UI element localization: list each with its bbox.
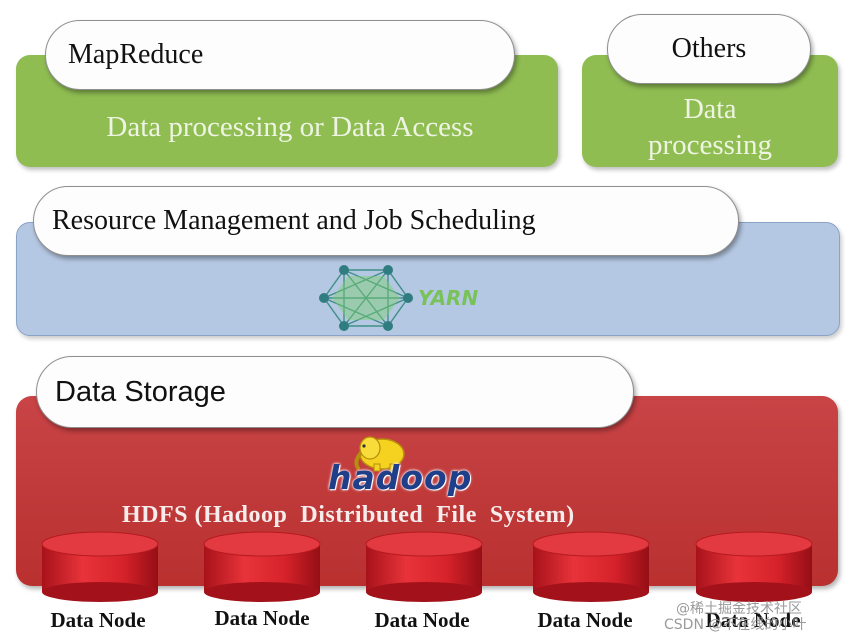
mapreduce-title: MapReduce [68, 39, 204, 70]
data-node-label-1: Data Node [50, 608, 146, 632]
data-node-cylinder-1 [41, 531, 159, 602]
mapreduce-pill: MapReduce [45, 20, 515, 90]
others-title: Others [671, 33, 747, 64]
resource-management-pill: Resource Management and Job Scheduling [33, 186, 739, 256]
mapreduce-subtitle: Data processing or Data Access [106, 111, 474, 143]
data-storage-pill: Data Storage [36, 356, 634, 428]
others-pill: Others [607, 14, 811, 84]
resource-management-title: Resource Management and Job Scheduling [52, 205, 536, 236]
watermark-line-2: CSDN @不在线的小叶 [664, 617, 807, 633]
data-node-cylinder-5 [695, 531, 813, 602]
others-subtitle-1: Data [683, 94, 737, 125]
data-node-cylinders [41, 531, 813, 602]
data-node-cylinder-4 [532, 531, 650, 602]
hdfs-label: HDFS (Hadoop Distributed File System) [122, 502, 575, 528]
data-node-cylinder-2 [203, 531, 321, 602]
data-node-label-3: Data Node [374, 608, 470, 632]
yarn-logo-icon [319, 265, 413, 331]
data-node-label-5: Data Node [705, 608, 801, 632]
data-node-cylinder-3 [365, 531, 483, 602]
data-node-label-2: Data Node [214, 606, 310, 630]
others-subtitle-2: processing [647, 129, 773, 161]
hadoop-logo-text: hadoop [328, 458, 473, 497]
data-node-label-4: Data Node [537, 608, 633, 632]
data-storage-title: Data Storage [55, 375, 226, 408]
hadoop-elephant-icon [354, 436, 405, 472]
yarn-logo-text: YARN [418, 286, 479, 310]
watermark-line-1: @稀土掘金技术社区 [676, 601, 802, 617]
